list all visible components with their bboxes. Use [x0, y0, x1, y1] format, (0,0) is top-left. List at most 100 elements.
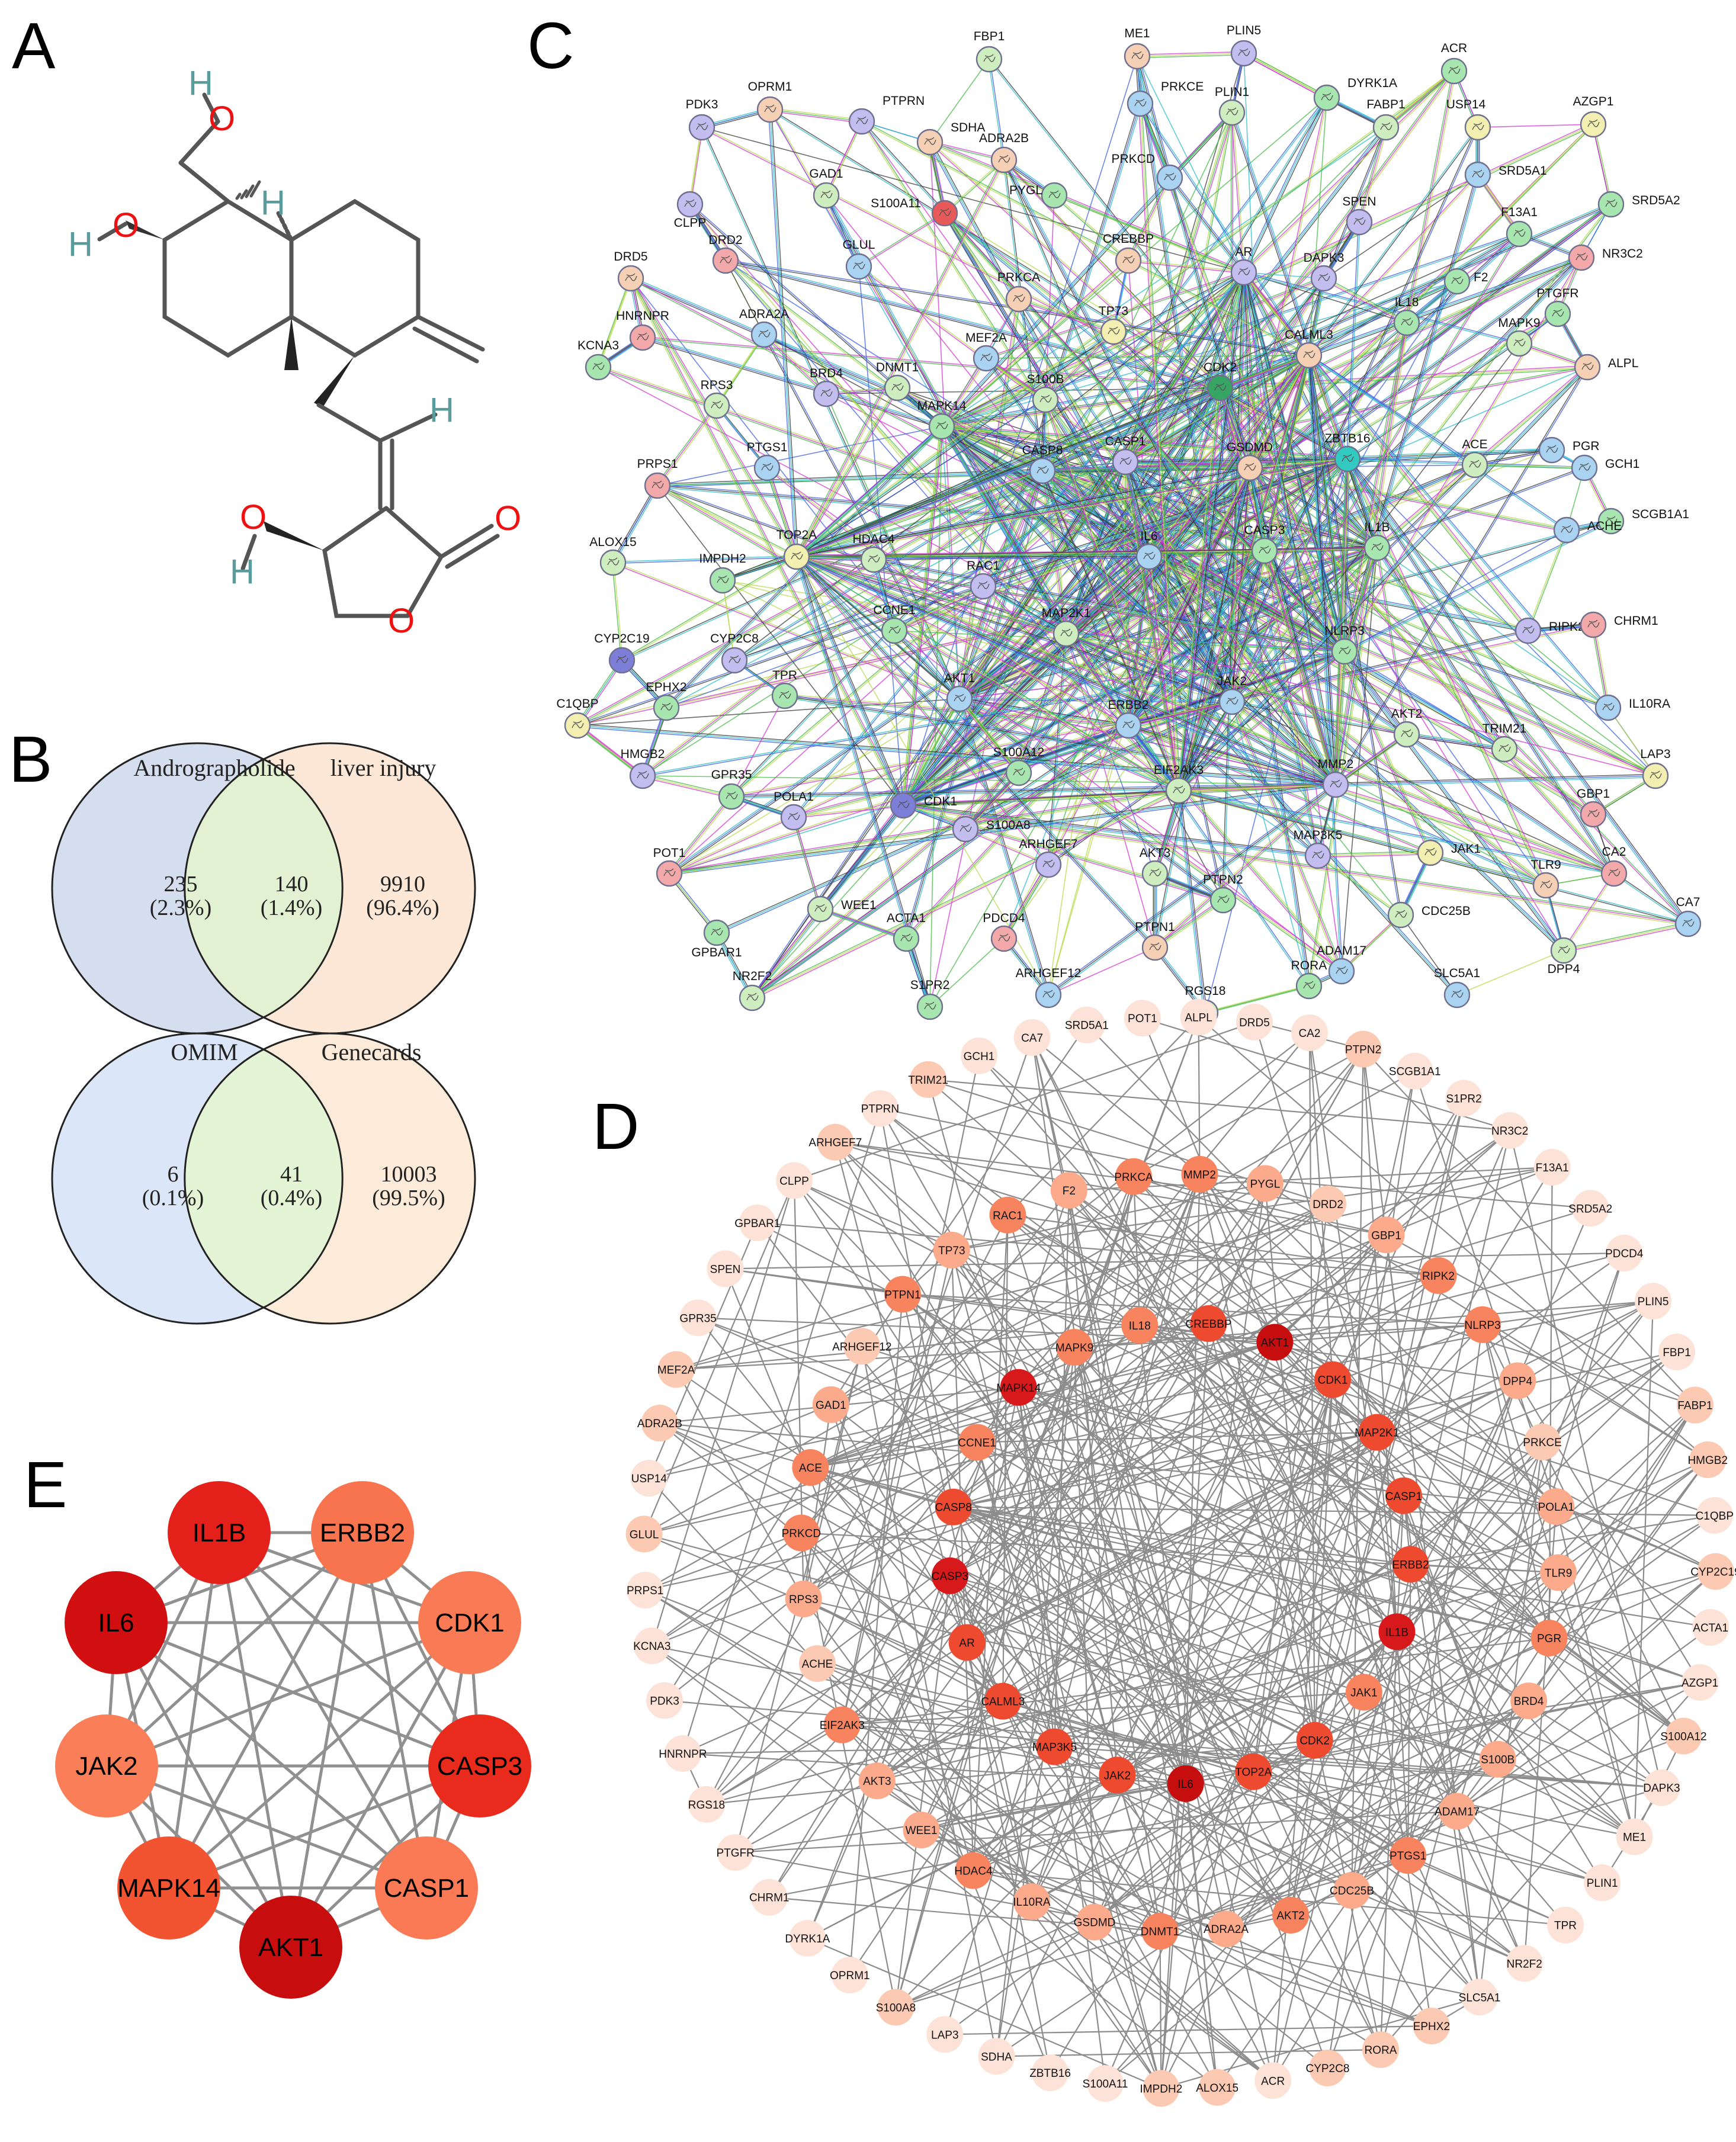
- network-node-hdac4[interactable]: HDAC4: [954, 1852, 993, 1889]
- network-node-jak1[interactable]: JAK1: [1345, 1674, 1382, 1711]
- network-node-casp8[interactable]: CASP8: [935, 1488, 972, 1526]
- string-node-s100a12[interactable]: S100A12: [993, 746, 1044, 786]
- network-node-top2a[interactable]: TOP2A: [1235, 1753, 1272, 1790]
- network-node-rgs18[interactable]: RGS18: [688, 1785, 725, 1823]
- string-node-tpr[interactable]: TPR: [771, 669, 798, 709]
- network-node-mef2a[interactable]: MEF2A: [657, 1351, 695, 1388]
- string-node-gpbar1[interactable]: GPBAR1: [691, 919, 742, 959]
- string-node-akt1[interactable]: AKT1: [944, 672, 976, 712]
- network-node-il18[interactable]: IL18: [1121, 1306, 1159, 1344]
- network-node-adra2a[interactable]: ADRA2A: [1204, 1910, 1249, 1948]
- string-node-clpp[interactable]: CLPP: [674, 191, 707, 230]
- string-node-s100a8[interactable]: S100A8: [952, 815, 1031, 843]
- hub-node-casp1[interactable]: CASP1: [375, 1836, 478, 1939]
- network-node-srd5a2[interactable]: SRD5A2: [1568, 1190, 1612, 1227]
- string-node-usp14[interactable]: USP14: [1446, 98, 1491, 141]
- string-node-ptpn1[interactable]: PTPN1: [1135, 920, 1175, 961]
- string-node-ptgs1[interactable]: PTGS1: [747, 441, 788, 481]
- network-node-s100b[interactable]: S100B: [1479, 1740, 1516, 1778]
- network-node-brd4[interactable]: BRD4: [1510, 1682, 1548, 1720]
- string-node-dapk3[interactable]: DAPK3: [1304, 251, 1344, 292]
- network-node-clpp[interactable]: CLPP: [775, 1162, 813, 1199]
- string-node-pgr[interactable]: PGR: [1538, 436, 1600, 464]
- string-node-il6[interactable]: IL6: [1135, 529, 1163, 570]
- string-node-prps1[interactable]: PRPS1: [637, 457, 678, 499]
- network-node-hnrnpr[interactable]: HNRNPR: [659, 1735, 707, 1772]
- network-node-cyp2c19[interactable]: CYP2C19: [1690, 1553, 1736, 1590]
- string-node-ar[interactable]: AR: [1230, 245, 1257, 286]
- string-node-s100b[interactable]: S100B: [1026, 372, 1064, 413]
- string-node-il1b[interactable]: IL1B: [1363, 521, 1391, 561]
- string-node-eif2ak3[interactable]: EIF2AK3: [1154, 763, 1204, 804]
- network-node-ar[interactable]: AR: [948, 1624, 986, 1661]
- network-node-prkcd[interactable]: PRKCD: [782, 1514, 822, 1552]
- network-node-f2[interactable]: F2: [1050, 1171, 1087, 1209]
- network-node-casp3[interactable]: CASP3: [932, 1557, 968, 1594]
- string-node-ca2[interactable]: CA2: [1600, 845, 1628, 887]
- network-node-dpp4[interactable]: DPP4: [1499, 1362, 1536, 1399]
- network-node-dapk3[interactable]: DAPK3: [1643, 1769, 1680, 1806]
- network-node-srd5a1[interactable]: SRD5A1: [1065, 1006, 1109, 1043]
- string-node-pdcd4[interactable]: PDCD4: [983, 911, 1025, 952]
- string-node-rora[interactable]: RORA: [1291, 959, 1327, 1000]
- network-node-gpbar1[interactable]: GPBAR1: [734, 1204, 780, 1241]
- string-node-arhgef7[interactable]: ARHGEF7: [1019, 837, 1078, 878]
- string-node-me1[interactable]: ME1: [1124, 27, 1151, 70]
- network-node-tpr[interactable]: TPR: [1547, 1906, 1584, 1944]
- network-node-prkca[interactable]: PRKCA: [1114, 1158, 1153, 1195]
- string-node-fabp1[interactable]: FABP1: [1366, 98, 1406, 141]
- string-node-ca7[interactable]: CA7: [1674, 895, 1702, 937]
- string-node-pdk3[interactable]: PDK3: [686, 98, 718, 141]
- network-node-ache[interactable]: ACHE: [798, 1645, 836, 1682]
- string-node-casp8[interactable]: CASP8: [1022, 444, 1063, 484]
- string-node-drd5[interactable]: DRD5: [614, 250, 648, 292]
- string-node-azgp1[interactable]: AZGP1: [1573, 95, 1614, 138]
- network-node-tp73[interactable]: TP73: [933, 1231, 970, 1268]
- string-node-akt2[interactable]: AKT2: [1391, 707, 1423, 748]
- string-node-cyp2c19[interactable]: CYP2C19: [594, 632, 650, 674]
- string-node-prkca[interactable]: PRKCA: [997, 271, 1040, 313]
- network-node-mapk9[interactable]: MAPK9: [1055, 1328, 1093, 1366]
- string-node-sdha[interactable]: SDHA: [916, 121, 985, 156]
- string-node-erbb2[interactable]: ERBB2: [1108, 698, 1149, 739]
- string-node-gbp1[interactable]: GBP1: [1577, 787, 1610, 828]
- string-node-drd2[interactable]: DRD2: [708, 233, 743, 274]
- string-node-rps3[interactable]: RPS3: [701, 378, 733, 419]
- string-node-adra2a[interactable]: ADRA2A: [739, 307, 789, 348]
- string-node-srd5a1[interactable]: SRD5A1: [1464, 161, 1547, 188]
- network-node-azgp1[interactable]: AZGP1: [1682, 1663, 1718, 1701]
- network-node-f13a1[interactable]: F13A1: [1533, 1148, 1571, 1186]
- string-node-adra2b[interactable]: ADRA2B: [979, 131, 1029, 174]
- network-node-alox15[interactable]: ALOX15: [1196, 2069, 1238, 2106]
- network-node-akt3[interactable]: AKT3: [858, 1762, 896, 1800]
- string-node-hdac4[interactable]: HDAC4: [852, 532, 895, 573]
- network-node-plin5[interactable]: PLIN5: [1635, 1283, 1672, 1320]
- string-node-cdc25b[interactable]: CDC25B: [1387, 901, 1471, 929]
- string-node-f2[interactable]: F2: [1443, 268, 1488, 295]
- network-node-ptpn2[interactable]: PTPN2: [1344, 1030, 1382, 1068]
- network-node-map2k1[interactable]: MAP2K1: [1355, 1414, 1399, 1451]
- string-node-ache[interactable]: ACHE: [1553, 516, 1622, 544]
- network-node-gad1[interactable]: GAD1: [812, 1386, 849, 1423]
- network-node-spen[interactable]: SPEN: [707, 1250, 744, 1287]
- network-node-lap3[interactable]: LAP3: [926, 2016, 964, 2053]
- string-node-s100a11[interactable]: S100A11: [871, 197, 958, 227]
- string-node-plin1[interactable]: PLIN1: [1215, 85, 1249, 126]
- network-node-jak2[interactable]: JAK2: [1099, 1756, 1136, 1794]
- network-node-impdh2[interactable]: IMPDH2: [1140, 2070, 1183, 2107]
- network-node-cdc25b[interactable]: CDC25B: [1330, 1872, 1374, 1909]
- hub-node-mapk14[interactable]: MAPK14: [117, 1836, 220, 1939]
- string-node-f13a1[interactable]: F13A1: [1501, 205, 1538, 248]
- network-node-arhgef12[interactable]: ARHGEF12: [832, 1328, 891, 1365]
- string-node-casp3[interactable]: CASP3: [1244, 524, 1285, 564]
- network-node-pola1[interactable]: POLA1: [1538, 1488, 1575, 1526]
- string-node-gsdmd[interactable]: GSDMD: [1227, 441, 1273, 481]
- string-node-fbp1[interactable]: FBP1: [974, 30, 1005, 73]
- network-node-me1[interactable]: ME1: [1616, 1818, 1653, 1855]
- network-node-fbp1[interactable]: FBP1: [1658, 1333, 1696, 1370]
- string-node-dyrk1a[interactable]: DYRK1A: [1313, 76, 1397, 111]
- string-node-trim21[interactable]: TRIM21: [1483, 722, 1527, 763]
- network-node-ephx2[interactable]: EPHX2: [1413, 2008, 1450, 2045]
- string-node-il18[interactable]: IL18: [1393, 296, 1420, 336]
- hub-node-casp3[interactable]: CASP3: [428, 1714, 531, 1817]
